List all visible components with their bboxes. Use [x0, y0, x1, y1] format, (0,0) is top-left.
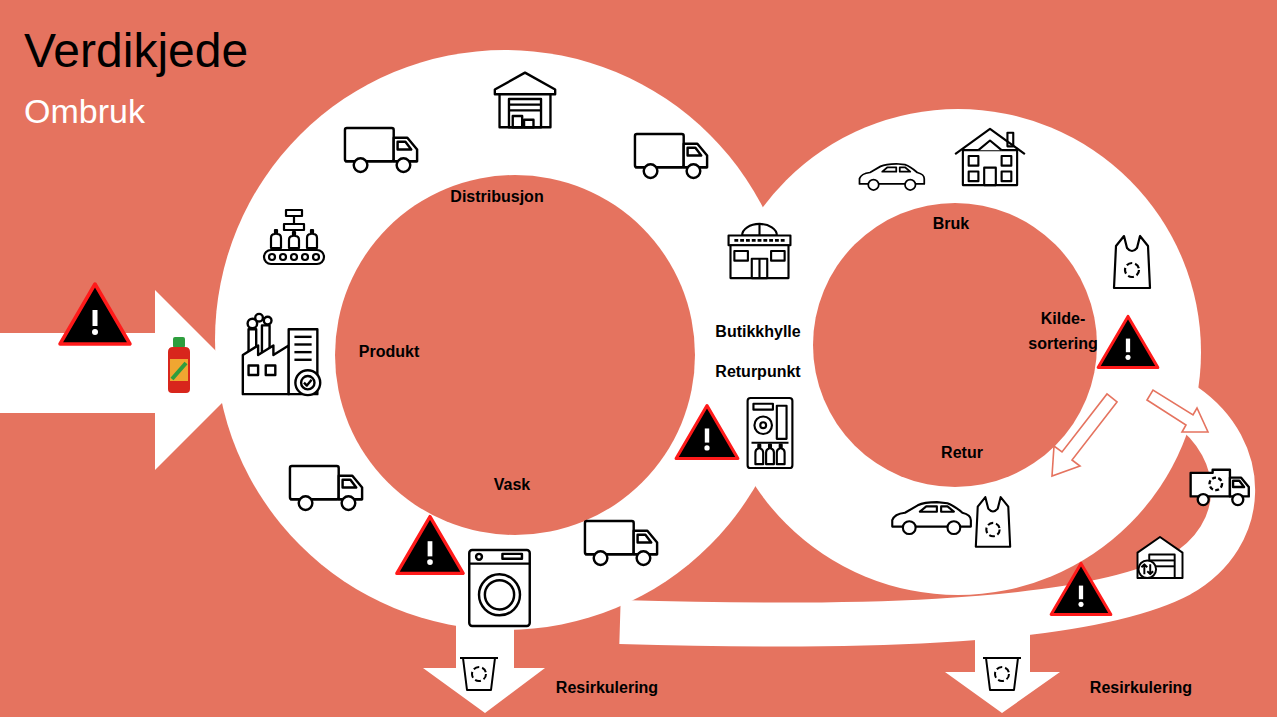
- recycling-bag-icon: [1114, 236, 1150, 288]
- stage-label: Bruk: [933, 211, 969, 236]
- recycling-label: Resirkulering: [556, 675, 658, 700]
- input-arrow: [0, 290, 245, 470]
- stage-label: Distribusjon: [450, 184, 543, 209]
- warning-sign: [397, 517, 463, 574]
- warning-sign: [1051, 563, 1111, 614]
- stage-label: Produkt: [359, 339, 419, 364]
- sorting-facility-icon: [1138, 537, 1183, 578]
- garbage-truck-icon: [1191, 470, 1249, 505]
- recycling-bin-icon: [983, 658, 1021, 690]
- warehouse-icon: [495, 73, 555, 128]
- factory-icon: [243, 314, 320, 395]
- stage-label: Vask: [494, 472, 530, 497]
- conveyor-icon: [264, 210, 324, 264]
- stage-label: Retur: [941, 440, 983, 465]
- return-machine-icon: [748, 398, 793, 468]
- sorting-arrow: [1147, 390, 1208, 432]
- truck-icon: [290, 466, 362, 510]
- recycling-label: Resirkulering: [1090, 675, 1192, 700]
- stage-label: Butikkhylle: [715, 319, 800, 344]
- truck-icon: [585, 521, 657, 565]
- bottle-icon: [168, 337, 190, 393]
- stage-label: Kilde- sortering: [1023, 306, 1103, 356]
- left-loop-band: [215, 50, 795, 630]
- recycling-bag-icon: [976, 497, 1010, 547]
- supermarket-icon: [729, 224, 791, 278]
- warning-sign: [676, 406, 738, 459]
- car-icon: [860, 164, 925, 190]
- circle-shape: [335, 175, 695, 535]
- diagram-title: Verdikjede: [24, 23, 248, 78]
- truck-icon: [635, 134, 707, 178]
- production-loop-circle: DistribusjonProduktVask: [335, 175, 695, 535]
- house-icon: [955, 129, 1025, 185]
- recycling-arrow: [945, 630, 1060, 713]
- recycling-bin-icon: [460, 658, 498, 690]
- consumer-loop-circle: BrukKilde- sorteringRetur: [813, 203, 1097, 487]
- recycling-arrow: [423, 600, 545, 713]
- warning-sign: [60, 284, 130, 344]
- stage-label: Returpunkt: [715, 359, 800, 384]
- washing-machine-icon: [469, 550, 529, 626]
- right-loop-band: [715, 109, 1201, 595]
- warning-sign: [1098, 316, 1158, 367]
- truck-icon: [345, 128, 417, 172]
- car-icon: [892, 502, 971, 534]
- subtitle: Ombruk: [24, 99, 145, 124]
